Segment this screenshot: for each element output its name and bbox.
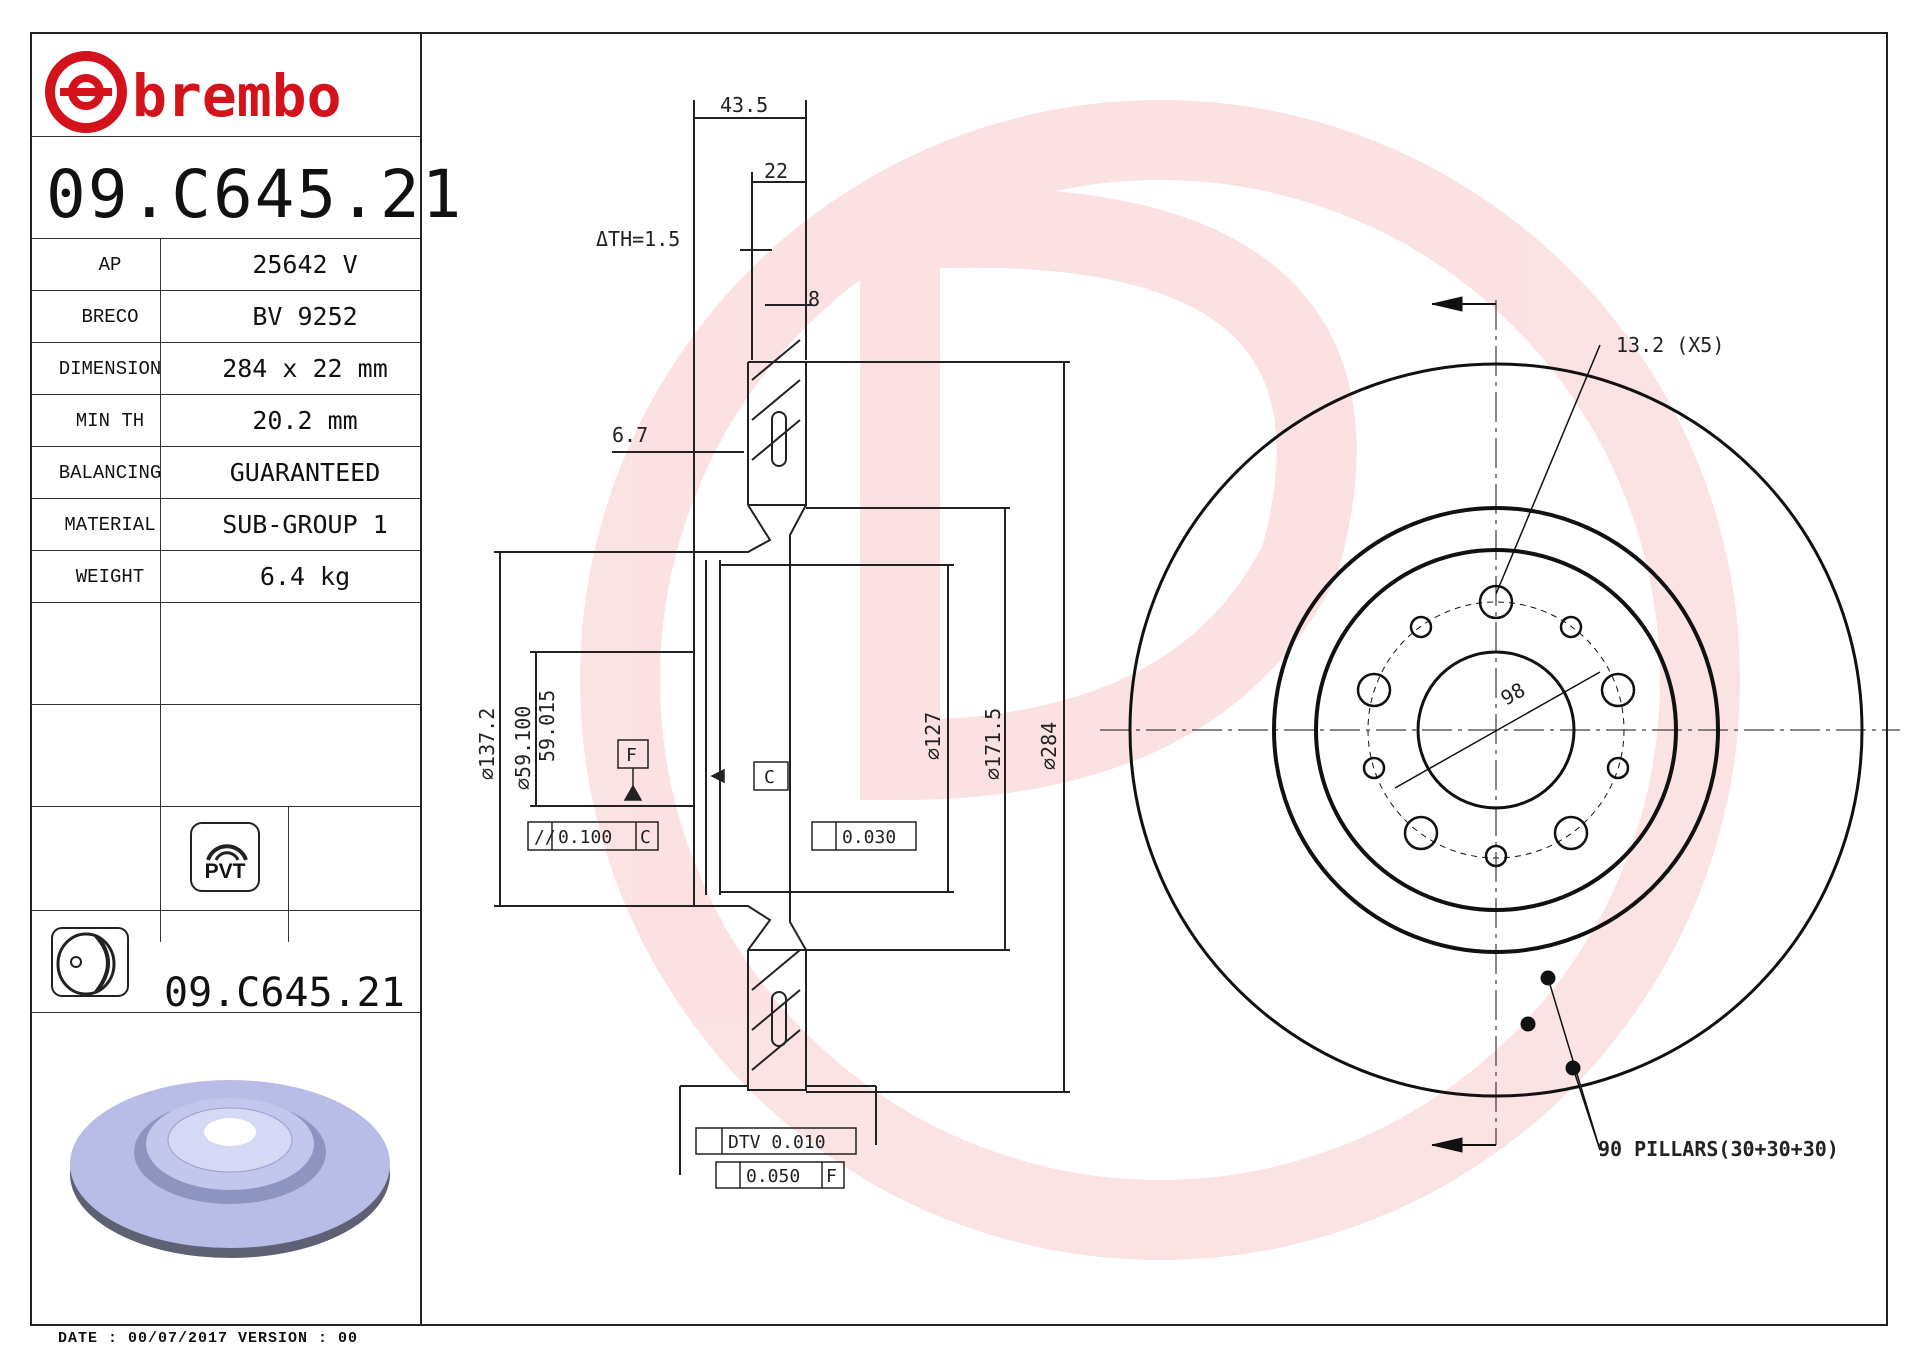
datum-f: F	[626, 745, 637, 766]
cross-section	[494, 100, 1070, 1175]
tolerance-frames	[527, 739, 917, 1189]
spec-value-material: SUB-GROUP 1	[222, 510, 388, 539]
svg-text://: //	[534, 827, 556, 848]
dim-pillars: 90 PILLARS(30+30+30)	[1598, 1137, 1839, 1161]
brembo-watermark	[580, 100, 1740, 1260]
dim-overall-width: 43.5	[720, 93, 768, 117]
tol-runout: 0.050	[746, 1166, 800, 1187]
brembo-logo: brembo	[45, 51, 342, 133]
dim-dth: ΔTH=1.5	[596, 227, 680, 251]
tol-flatness: 0.030	[842, 827, 896, 848]
spec-value-dimension: 284 x 22 mm	[222, 354, 388, 383]
dim-six-seven: 6.7	[612, 423, 648, 447]
spec-label-weight: WEIGHT	[75, 566, 145, 588]
spec-value-weight: 6.4 kg	[259, 562, 351, 591]
tol-dtv: DTV 0.010	[728, 1132, 826, 1153]
part-number: 09.C645.21	[46, 156, 464, 233]
dim-d59b: 59.015	[535, 690, 559, 762]
spec-value-ap: 25642 V	[252, 250, 358, 279]
dim-bolt-holes: 13.2 (X5)	[1616, 333, 1724, 357]
pvt-label: PVT	[204, 860, 246, 883]
front-view	[1100, 296, 1900, 1153]
dim-d284: ⌀284	[1037, 722, 1061, 770]
disc-section-icon	[51, 927, 129, 997]
pvt-disc-icon	[206, 844, 248, 861]
pvt-badge: PVT	[190, 822, 260, 892]
spec-label-balancing: BALANCING	[58, 462, 162, 484]
spec-label-dimension: DIMENSION	[58, 358, 162, 380]
tol-runout-ref: F	[826, 1166, 837, 1187]
dim-eight: 8	[808, 287, 820, 311]
footer-date-version: DATE : 00/07/2017 VERSION : 00	[58, 1330, 359, 1347]
spec-value-breco: BV 9252	[252, 302, 358, 331]
spec-value-min-th: 20.2 mm	[252, 406, 358, 435]
spec-label-material: MATERIAL	[64, 514, 156, 536]
brand-name: brembo	[132, 62, 342, 130]
spec-label-min-th: MIN TH	[75, 410, 145, 432]
disc-render	[70, 1080, 390, 1258]
spec-label-ap: AP	[98, 254, 122, 276]
dim-d127: ⌀127	[921, 712, 945, 760]
tol-parallel-ref: C	[640, 827, 651, 848]
part-number-footer: 09.C645.21	[164, 970, 405, 1016]
tolerance-labels: F C // 0.100 C 0.030 DTV 0.010 0.050 F	[534, 745, 896, 1187]
dim-d137: ⌀137.2	[475, 708, 499, 780]
tol-parallel: 0.100	[558, 827, 612, 848]
drawing-frame	[30, 32, 1888, 1326]
dim-d59: ⌀59.100	[511, 706, 535, 790]
dim-thickness: 22	[764, 159, 788, 183]
title-block: brembo 09.C645.21 AP 25642 V BRECO BV 92…	[30, 32, 461, 1326]
dimension-labels: 43.5 22 ΔTH=1.5 8 6.7 13.2 (X5) 98 90 PI…	[475, 93, 1839, 1161]
dim-d171: ⌀171.5	[981, 708, 1005, 780]
datum-c: C	[764, 767, 775, 788]
spec-value-balancing: GUARANTEED	[229, 458, 381, 487]
spec-label-breco: BRECO	[81, 306, 139, 328]
